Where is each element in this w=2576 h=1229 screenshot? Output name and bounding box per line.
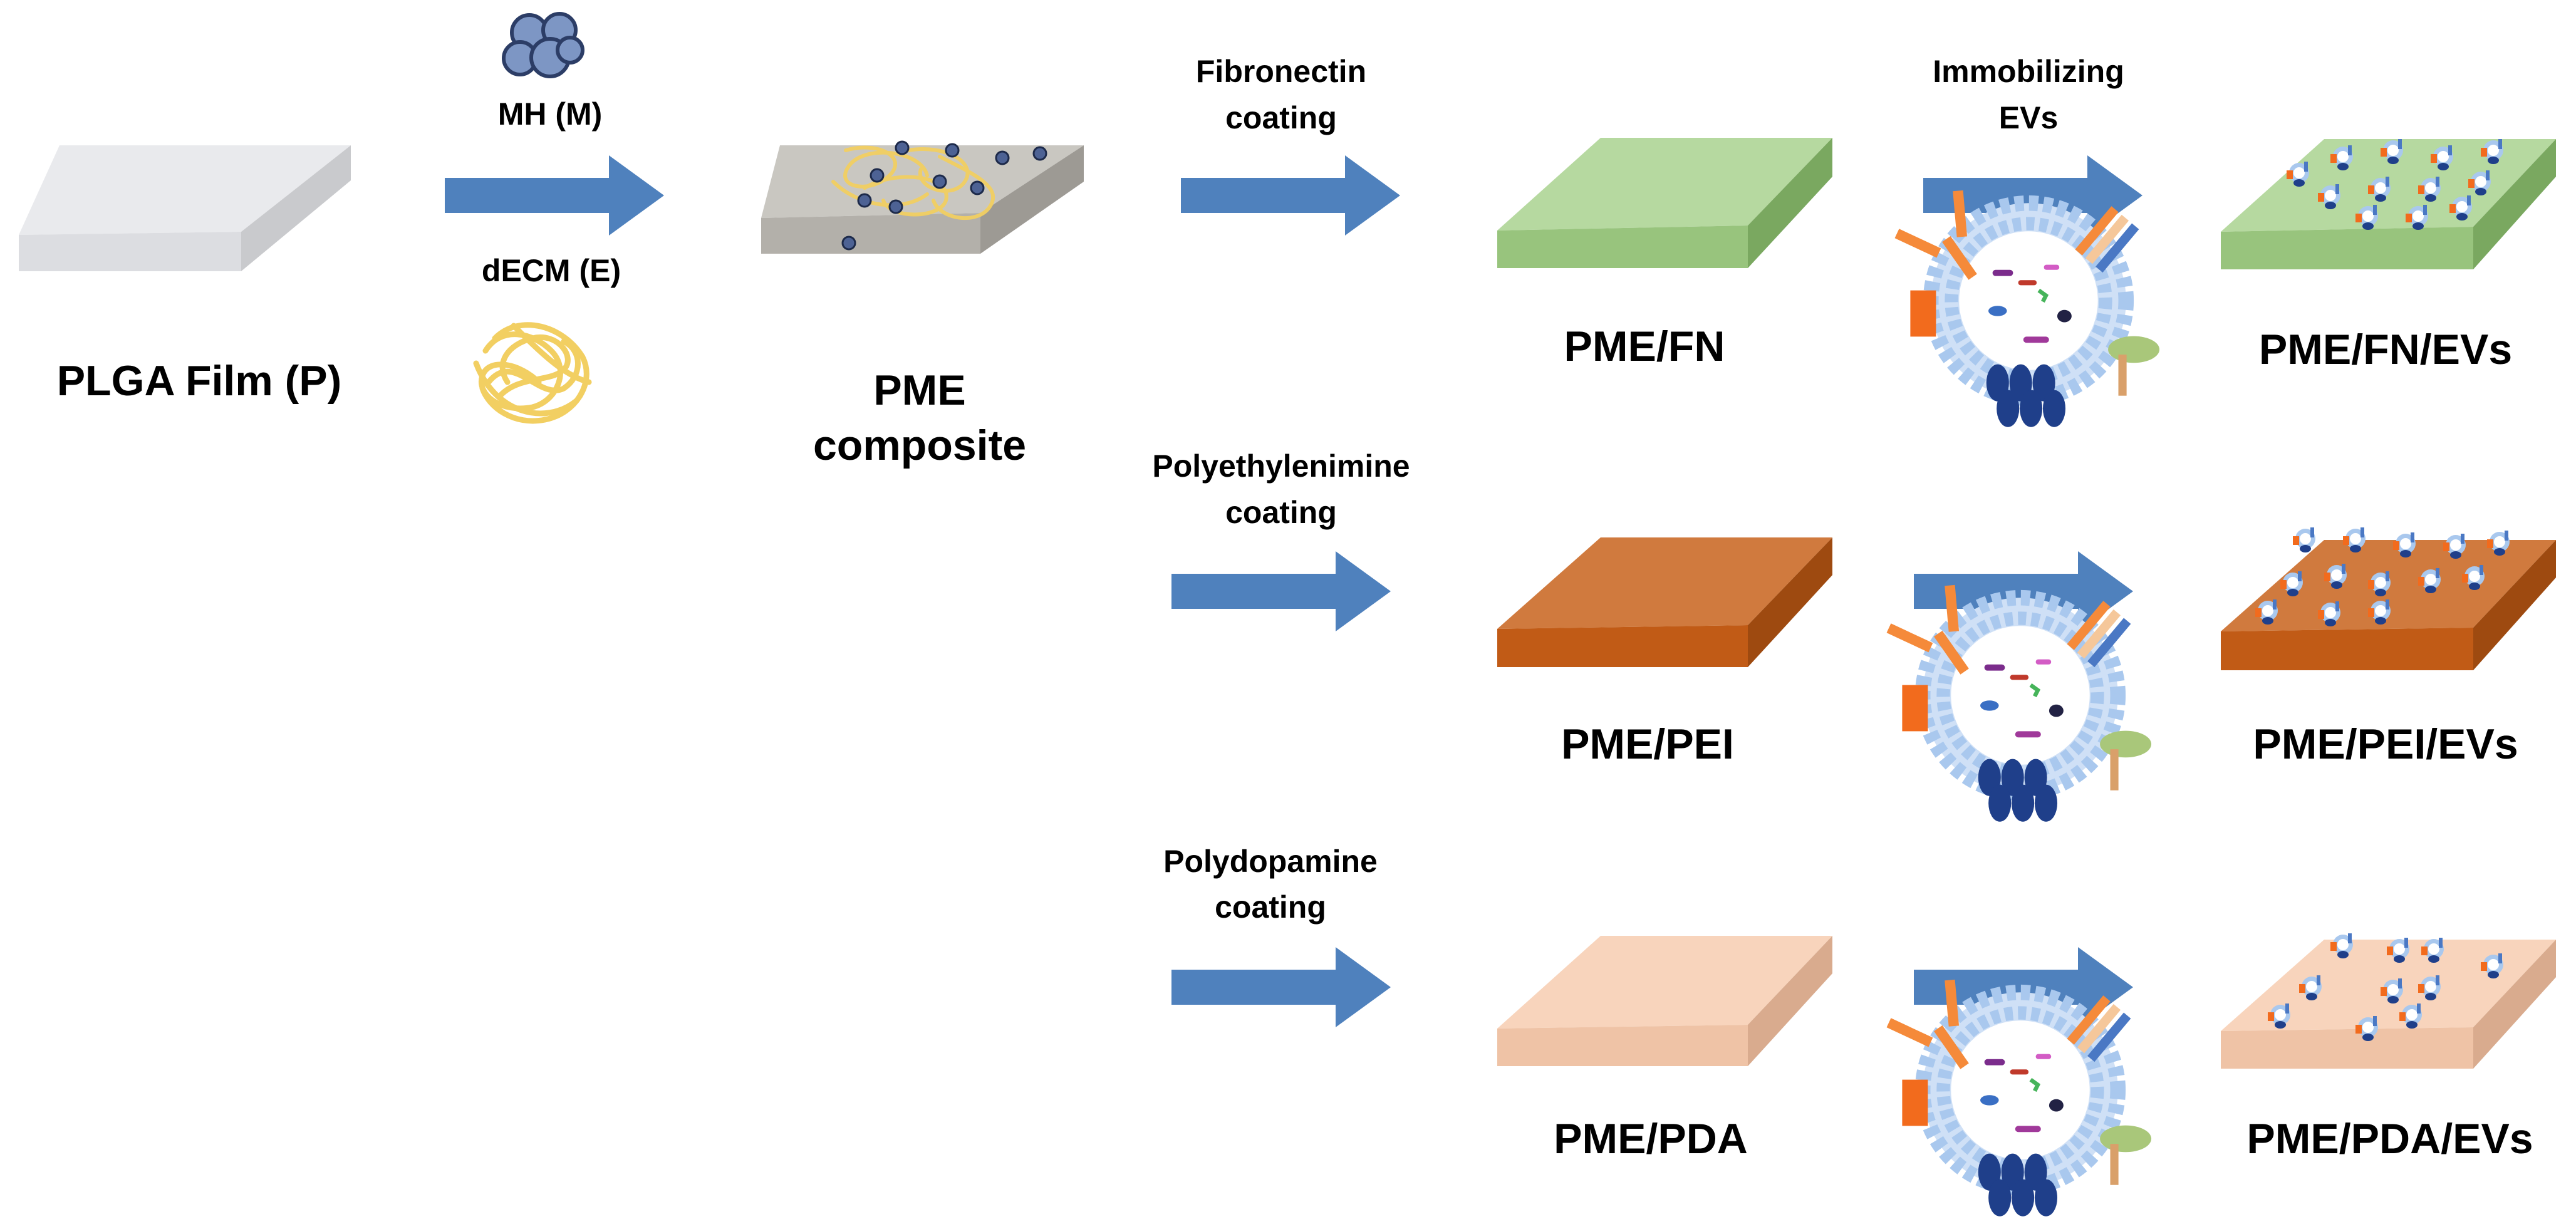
pme-fn-label: PME/FN — [1564, 323, 1725, 370]
pme-fn-evs-label: PME/FN/EVs — [2258, 326, 2513, 373]
immobilize-label-line1: Immobilizing — [1933, 54, 2124, 89]
fn-step-label-line2: coating — [1225, 100, 1337, 135]
pme-pda-label: PME/PDA — [1554, 1115, 1748, 1163]
decm-fiber-icon — [473, 322, 592, 424]
pme-label-line1: PME — [873, 366, 966, 414]
pme-fn-film — [1497, 138, 1832, 268]
pme-fn-evs-film — [2221, 139, 2556, 269]
pme-pei-evs-label: PME/PEI/EVs — [2253, 720, 2518, 768]
pda-step-label-line2: coating — [1215, 889, 1326, 925]
pei-step-label-line1: Polyethylenimine — [1152, 449, 1410, 484]
pme-label-line2: composite — [813, 422, 1027, 469]
arrow-fn-coating — [1181, 155, 1400, 236]
mh-particle-icon — [502, 12, 584, 78]
arrow-pda-coating — [1171, 947, 1391, 1027]
pme-composite-film — [761, 140, 1084, 254]
immobilize-label-line2: EVs — [1998, 100, 2059, 135]
pme-pda-evs-label: PME/PDA/EVs — [2246, 1115, 2533, 1163]
extracellular-vesicle-icon — [1884, 581, 2151, 822]
mh-label: MH (M) — [497, 96, 603, 132]
pme-pei-label: PME/PEI — [1561, 720, 1734, 768]
pda-step-label-line1: Polydopamine — [1163, 844, 1378, 879]
plga-film-label: PLGA Film (P) — [56, 357, 342, 405]
extracellular-vesicle-icon — [1892, 186, 2159, 427]
plga-film — [19, 145, 351, 271]
pei-step-label-line2: coating — [1225, 495, 1337, 530]
decm-label: dECM (E) — [481, 253, 621, 288]
arrow-pei-coating — [1171, 551, 1391, 631]
arrow-plga-to-pme — [445, 155, 664, 236]
pme-pda-evs-film — [2221, 933, 2556, 1069]
extracellular-vesicle-icon — [1884, 975, 2151, 1216]
pme-pda-film — [1497, 936, 1832, 1066]
pme-pei-film — [1497, 537, 1832, 667]
pme-pei-evs-film — [2221, 527, 2556, 670]
fn-step-label-line1: Fibronectin — [1195, 54, 1367, 89]
